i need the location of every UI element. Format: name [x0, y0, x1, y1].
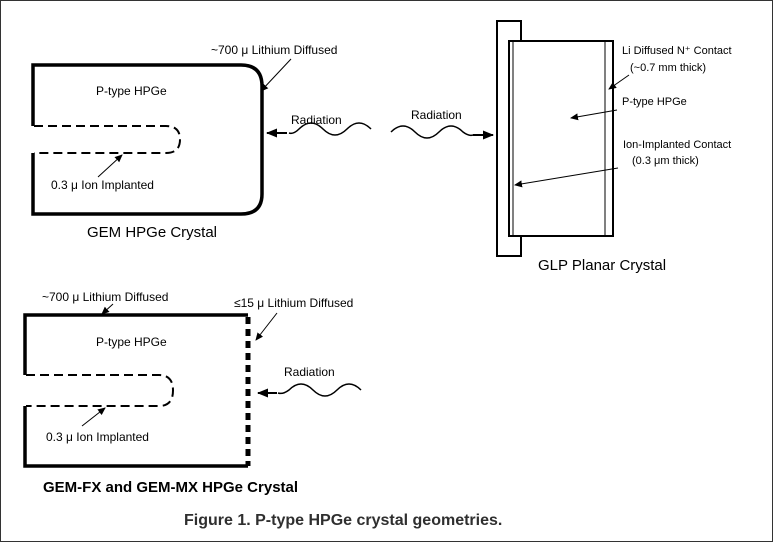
gemfx-crystal-label: P-type HPGe — [96, 335, 167, 349]
gemfx-ion-label: 0.3 μ Ion Implanted — [46, 430, 149, 444]
glp-ion-contact-label-2: (0.3 μm thick) — [632, 155, 699, 167]
gemfx-lithium-leader — [101, 303, 114, 315]
gemfx-ion-implanted-well — [26, 374, 175, 407]
gem-lithium-leader — [260, 58, 292, 92]
gemfx-thin-lithium-label: ≤15 μ Lithium Diffused — [234, 296, 353, 310]
gem-radiation-label: Radiation — [291, 113, 342, 127]
gemfx-thick-contact — [23, 313, 248, 468]
glp-radiation-label: Radiation — [411, 108, 462, 122]
gemfx-radiation: Radiation — [257, 365, 362, 398]
gem-ion-leader — [97, 154, 123, 178]
glp-ion-contact-label-1: Ion-Implanted Contact — [623, 139, 731, 151]
gem-ion-implanted-well — [34, 125, 182, 154]
gem-radiation: Radiation — [266, 113, 372, 138]
glp-crystal-diagram: Li Diffused N⁺ Contact (~0.7 mm thick) P… — [496, 20, 732, 274]
glp-contact-label-2: (~0.7 mm thick) — [630, 62, 706, 74]
glp-crystal-label: P-type HPGe — [622, 96, 687, 108]
gem-crystal-title: GEM HPGe Crystal — [87, 224, 217, 241]
glp-crystal-title: GLP Planar Crystal — [538, 257, 666, 274]
glp-ion-contact-leader — [514, 167, 619, 188]
gem-ion-label: 0.3 μ Ion Implanted — [51, 178, 154, 192]
gemfx-thin-lithium-leader — [255, 312, 278, 341]
gemfx-crystal-diagram: ~700 μ Lithium Diffused ≤15 μ Lithium Di… — [23, 290, 353, 496]
gem-radiation-wave — [288, 122, 372, 136]
gemfx-radiation-wave — [277, 383, 362, 397]
gem-crystal-outline — [31, 63, 264, 216]
figure-caption: Figure 1. P-type HPGe crystal geometries… — [184, 512, 502, 529]
glp-contact-label-1: Li Diffused N⁺ Contact — [622, 45, 732, 57]
glp-radiation-wave — [390, 125, 474, 139]
glp-radiation: Radiation — [390, 108, 494, 140]
gemfx-crystal-title: GEM-FX and GEM-MX HPGe Crystal — [43, 479, 298, 496]
gemfx-radiation-label: Radiation — [284, 365, 335, 379]
gemfx-lithium-label: ~700 μ Lithium Diffused — [42, 290, 168, 304]
glp-crystal-leader — [570, 109, 618, 121]
gem-crystal-diagram: ~700 μ Lithium Diffused P-type HPGe 0.3 … — [31, 43, 337, 241]
gem-lithium-label: ~700 μ Lithium Diffused — [211, 43, 337, 57]
gem-crystal-label: P-type HPGe — [96, 84, 167, 98]
glp-crystal-body — [508, 40, 614, 237]
glp-contact-leader — [608, 74, 630, 90]
gemfx-ion-leader — [81, 407, 106, 427]
